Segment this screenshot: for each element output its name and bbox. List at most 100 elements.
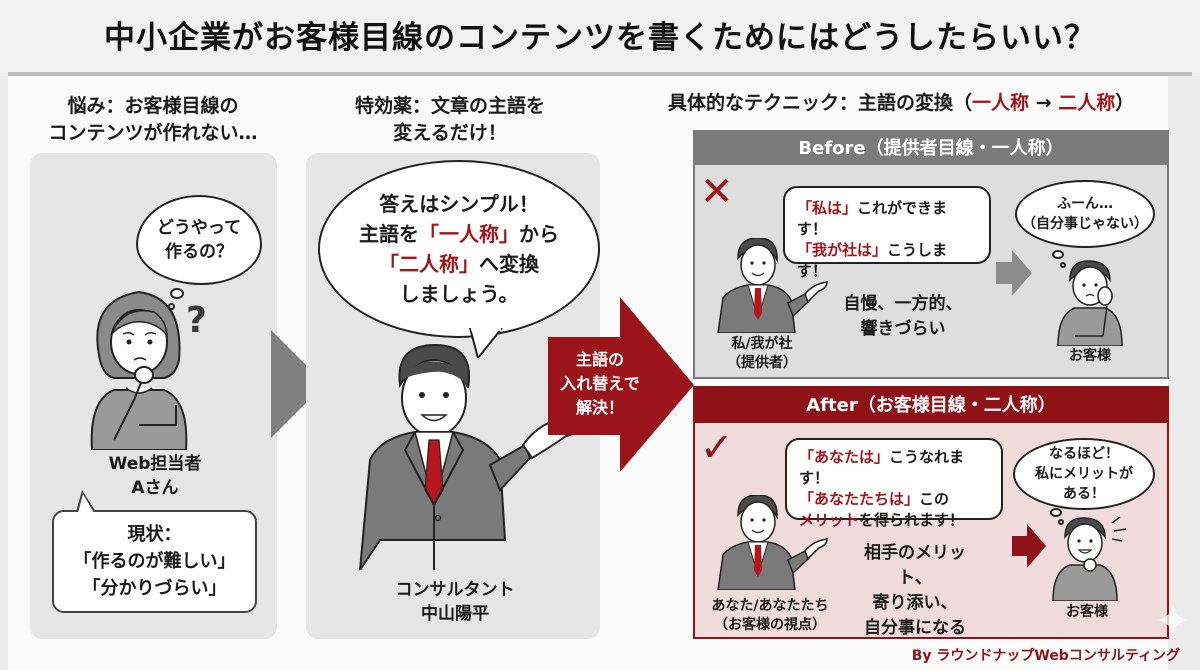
after-reaction-thought: なるほど！ 私にメリットが ある！ — [1013, 438, 1155, 510]
technique-heading-pre: 具体的なテクニック：主語の変換（ — [668, 92, 973, 114]
consultant-title: コンサルタント — [395, 580, 515, 600]
technique-heading: 具体的なテクニック：主語の変換（一人称 → 二人称） — [668, 88, 1168, 115]
bubble-line1: 答えはシンプル！ — [379, 192, 539, 216]
bubble-line3: 「二人称」へ変換 — [379, 249, 539, 279]
check-mark-icon: ✓ — [700, 425, 734, 471]
transition-label: 主語の 入れ替えで 解決！ — [556, 348, 644, 420]
merit-highlight: メリット — [799, 511, 860, 529]
before-bubble-line1: 「私は」これができます！ — [797, 198, 977, 240]
before-header: Before（提供者目線・一人称） — [695, 132, 1167, 165]
after-subject-1: 「あなたは」 — [799, 448, 890, 466]
sparkle-icon — [1157, 604, 1189, 636]
provider-label-line1: 私/我が社 — [731, 336, 793, 352]
solution-heading: 特効薬：文章の主語を 変えるだけ！ — [305, 93, 595, 147]
consultant-gesturing-icon — [359, 343, 582, 570]
bubble-line2: 主語を「一人称」から — [359, 219, 559, 249]
after-bubble-line3: メリットを得られます！ — [799, 510, 989, 531]
before-bubble-line1-post: これができます！ — [797, 199, 948, 238]
status-speech-bubble: 現状： 「作るのが難しい」 「分かりづらい」 — [52, 490, 257, 613]
status-line1: 現状： — [127, 524, 182, 545]
after-subject-2: 「あなたたちは」 — [799, 490, 920, 508]
thought-dot-icon — [1052, 250, 1064, 259]
first-person-highlight: 「一人称」 — [419, 222, 519, 246]
problem-heading: 悩み：お客様目線の コンテンツが作れない… — [20, 93, 286, 147]
transition-line3: 解決！ — [575, 398, 624, 417]
customer-unconvinced-icon — [1057, 260, 1123, 346]
problem-person-label: Web担当者 Aさん — [80, 452, 230, 500]
before-subject-1: 「私は」 — [797, 199, 858, 217]
after-header: After（お客様目線・二人称） — [695, 388, 1167, 423]
page-title: 中小企業がお客様目線のコンテンツを書くためにはどうしたらいい？ — [104, 20, 1096, 56]
after-effect-line3: 自分事になる — [864, 618, 966, 638]
after-effect-line1: 相手のメリット、 — [864, 543, 966, 588]
technique-heading-post: ） — [1115, 92, 1135, 114]
solution-heading-line2: 変えるだけ！ — [393, 122, 507, 144]
bubble-line2-pre: 主語を — [359, 222, 419, 246]
after-speech-bubble: 「あなたは」こうなれます！ 「あなたたちは」この メリットを得られます！ — [785, 438, 1003, 529]
bubble-line3-post: へ変換 — [479, 252, 539, 276]
thought-line2: 作るの？ — [165, 242, 233, 262]
before-reaction-line1: ふーん… — [1057, 196, 1113, 212]
speech-tail-icon — [469, 328, 503, 358]
thought-cloud-icon: どうやって 作るの？ — [136, 195, 262, 285]
solution-heading-line1: 特効薬：文章の主語を — [354, 95, 545, 117]
problem-heading-line1: 悩み：お客様目線の — [67, 95, 239, 117]
question-mark-icon: ? — [186, 300, 207, 341]
bubble-line4: しましょう。 — [399, 282, 519, 306]
problem-heading-line2: コンテンツが作れない… — [48, 122, 258, 144]
consultant-name: 中山陽平 — [421, 604, 489, 624]
arrow-right-grey-icon — [996, 250, 1032, 296]
arrow-right-red-icon — [1012, 524, 1046, 568]
before-effect-line2: 響きづらい — [860, 319, 946, 339]
after-bubble-line3-post: を得られます！ — [859, 511, 965, 529]
second-person-highlight: 「二人称」 — [379, 252, 479, 276]
provider-businessman-icon — [717, 495, 828, 590]
arrow-icon: → — [1029, 92, 1059, 114]
thought-dot-icon — [1058, 519, 1064, 525]
solution-speech-bubble: 答えはシンプル！ 主語を「一人称」から 「二人称」へ変換 しましょう。 — [318, 160, 600, 338]
customer-perspective-line2: （お客様の視点） — [714, 617, 826, 633]
customer-perspective-label: あなた/あなたたち （お客様の視点） — [700, 597, 840, 635]
after-bubble-line1: 「あなたは」こうなれます！ — [799, 447, 989, 489]
transition-line1: 主語の — [575, 350, 624, 369]
before-subject-2: 「我が社は」 — [797, 241, 888, 259]
cross-mark-icon: ✕ — [700, 169, 734, 215]
before-listener-label: お客様 — [1069, 348, 1111, 364]
after-listener-label: お客様 — [1066, 604, 1108, 620]
woman-thinking-icon — [90, 290, 188, 450]
thought-dot-icon — [1060, 262, 1066, 268]
provider-businessman-icon — [717, 238, 828, 333]
thought-dot-icon — [1050, 508, 1062, 517]
problem-person-role: Web担当者 — [108, 454, 202, 474]
problem-person-name: Aさん — [131, 478, 179, 498]
arrow-right-red-icon — [548, 297, 694, 472]
consultant-label: コンサルタント 中山陽平 — [370, 578, 540, 626]
after-bubble-line2: 「あなたたちは」この — [799, 489, 989, 510]
after-reaction-line2: 私にメリットが — [1035, 466, 1133, 482]
before-reaction-thought: ふーん… （自分事じゃない） — [1015, 180, 1155, 248]
status-line3: 「分かりづらい」 — [82, 578, 227, 599]
provider-label-line2: （提供者） — [727, 355, 797, 371]
before-bubble-line2: 「我が社は」こうします！ — [797, 240, 977, 282]
customer-perspective-line1: あなた/あなたたち — [711, 598, 829, 614]
before-effect-line1: 自慢、一方的、 — [843, 294, 963, 314]
status-line2: 「作るのが難しい」 — [73, 551, 236, 572]
title-divider — [8, 72, 1192, 76]
before-effect: 自慢、一方的、 響きづらい — [838, 292, 968, 342]
after-effect: 相手のメリット、 寄り添い、 自分事になる — [850, 541, 980, 641]
transition-line2: 入れ替えで — [560, 374, 640, 393]
thought-line1: どうやって — [156, 218, 242, 238]
after-reaction-line3: ある！ — [1063, 486, 1105, 502]
bubble-line2-post: から — [519, 222, 559, 246]
thought-dot-icon — [168, 303, 175, 310]
thought-dot-icon — [170, 288, 184, 299]
second-person-label: 二人称 — [1058, 92, 1116, 114]
before-speech-bubble: 「私は」これができます！ 「我が社は」こうします！ — [783, 186, 991, 280]
before-bubble-line2-post: こうします！ — [797, 241, 948, 280]
customer-convinced-icon — [1052, 516, 1127, 601]
before-reaction-line2: （自分事じゃない） — [1022, 216, 1148, 232]
background-strip-right — [1168, 76, 1200, 670]
after-bubble-line2-post: この — [919, 490, 950, 508]
after-effect-line2: 寄り添い、 — [872, 593, 958, 613]
